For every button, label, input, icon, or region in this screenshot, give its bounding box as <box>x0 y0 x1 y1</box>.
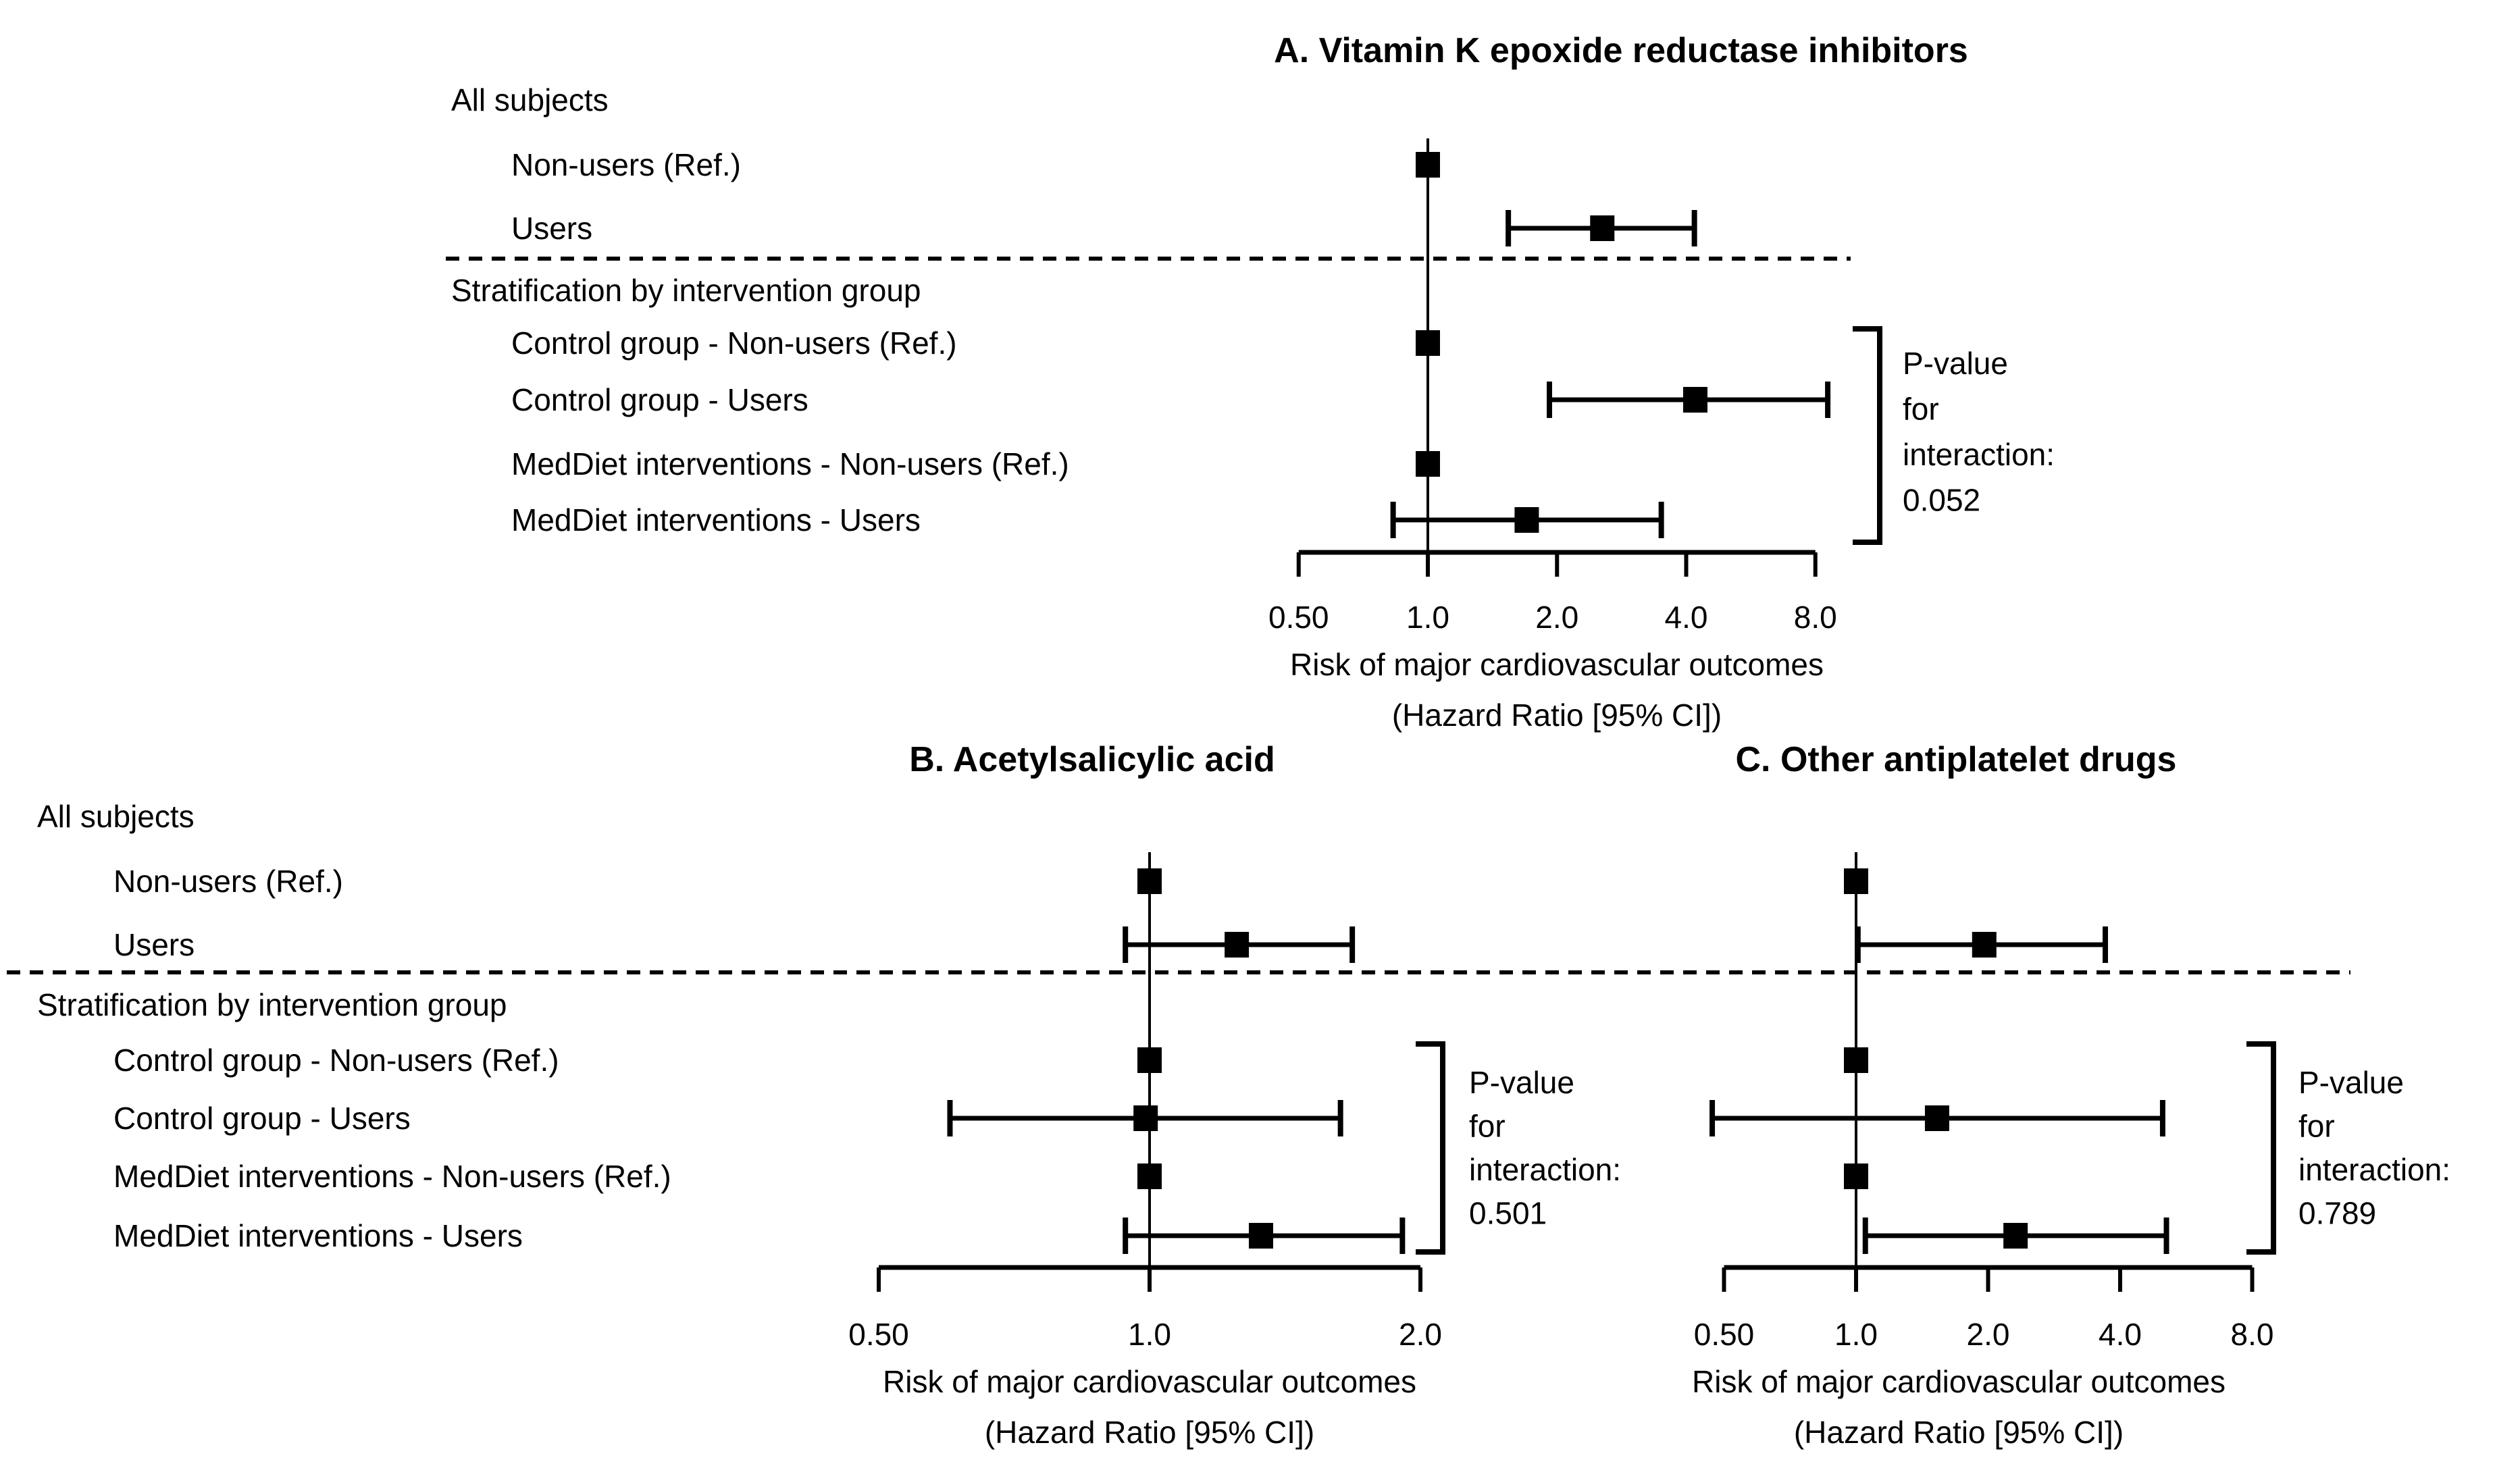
forest-marker <box>1514 507 1539 533</box>
forest-marker <box>1137 1163 1162 1189</box>
row-label: Non-users (Ref.) <box>511 147 741 182</box>
forest-marker <box>1590 215 1615 241</box>
p-value-number: 0.789 <box>2298 1196 2376 1231</box>
interaction-bracket <box>1416 1041 1445 1255</box>
p-value-text-line: interaction: <box>1469 1152 1621 1187</box>
forest-marker <box>2003 1223 2028 1249</box>
p-value-text-line: for <box>2298 1109 2335 1144</box>
axis-tick-label: 1.0 <box>1834 1317 1878 1352</box>
row-label: Users <box>113 927 195 962</box>
axis-title-line2: (Hazard Ratio [95% CI]) <box>1392 698 1722 733</box>
p-value-text-line: P-value <box>1903 346 2008 381</box>
axis-title-line1: Risk of major cardiovascular outcomes <box>883 1364 1416 1399</box>
axis-tick-label: 2.0 <box>1535 600 1578 635</box>
interaction-bracket <box>2246 1041 2276 1255</box>
forest-marker <box>1844 1047 1868 1073</box>
axis-title-line2: (Hazard Ratio [95% CI]) <box>1794 1415 2124 1450</box>
axis-tick-label: 0.50 <box>1694 1317 1755 1352</box>
row-label: MedDiet interventions - Users <box>113 1218 523 1253</box>
row-label: Control group - Non-users (Ref.) <box>113 1043 559 1078</box>
forest-marker <box>1844 868 1868 894</box>
forest-marker <box>1225 932 1250 958</box>
panel-title: B. Acetylsalicylic acid <box>909 740 1275 779</box>
panel-title: A. Vitamin K epoxide reductase inhibitor… <box>1274 31 1968 70</box>
p-value-number: 0.501 <box>1469 1196 1547 1231</box>
axis-tick-label: 1.0 <box>1406 600 1449 635</box>
axis-tick-label: 4.0 <box>1665 600 1708 635</box>
forest-marker <box>1416 152 1440 178</box>
forest-marker <box>1416 451 1440 477</box>
axis-tick-label: 2.0 <box>1967 1317 2010 1352</box>
axis-tick-label: 2.0 <box>1399 1317 1442 1352</box>
row-label: Users <box>511 211 592 246</box>
row-label: Control group - Non-users (Ref.) <box>511 325 957 361</box>
axis-title-line2: (Hazard Ratio [95% CI]) <box>985 1415 1314 1450</box>
p-value-number: 0.052 <box>1903 483 1980 518</box>
axis-title-line1: Risk of major cardiovascular outcomes <box>1692 1364 2226 1399</box>
section-label: Stratification by intervention group <box>451 273 921 308</box>
p-value-text-line: P-value <box>2298 1065 2404 1100</box>
axis-tick-label: 1.0 <box>1128 1317 1171 1352</box>
axis-tick-label: 4.0 <box>2099 1317 2142 1352</box>
axis-tick-label: 0.50 <box>1268 600 1329 635</box>
section-label: All subjects <box>451 82 609 117</box>
p-value-text-line: interaction: <box>1903 437 2055 472</box>
axis-tick-label: 8.0 <box>1794 600 1837 635</box>
row-label: MedDiet interventions - Users <box>511 502 921 538</box>
section-label: Stratification by intervention group <box>37 987 507 1022</box>
forest-marker <box>1248 1223 1273 1249</box>
forest-marker <box>1137 1047 1162 1073</box>
section-label: All subjects <box>37 799 195 834</box>
forest-marker <box>1924 1105 1949 1131</box>
forest-marker <box>1682 387 1707 413</box>
p-value-text-line: interaction: <box>2298 1152 2450 1187</box>
axis-title-line1: Risk of major cardiovascular outcomes <box>1290 647 1824 682</box>
row-label: Non-users (Ref.) <box>113 864 343 899</box>
p-value-text-line: P-value <box>1469 1065 1574 1100</box>
axis-tick-label: 8.0 <box>2231 1317 2274 1352</box>
forest-marker <box>1844 1163 1868 1189</box>
interaction-bracket <box>1853 326 1882 545</box>
forest-marker <box>1416 330 1440 356</box>
row-label: MedDiet interventions - Non-users (Ref.) <box>113 1159 671 1194</box>
forest-marker <box>1133 1105 1158 1131</box>
row-label: Control group - Users <box>511 382 808 417</box>
row-label: Control group - Users <box>113 1101 411 1136</box>
forest-marker <box>1972 932 1997 958</box>
forest-marker <box>1137 868 1162 894</box>
axis-tick-label: 0.50 <box>848 1317 909 1352</box>
p-value-text-line: for <box>1469 1109 1506 1144</box>
panel-title: C. Other antiplatelet drugs <box>1736 740 2177 779</box>
p-value-text-line: for <box>1903 392 1939 427</box>
row-label: MedDiet interventions - Non-users (Ref.) <box>511 446 1069 481</box>
